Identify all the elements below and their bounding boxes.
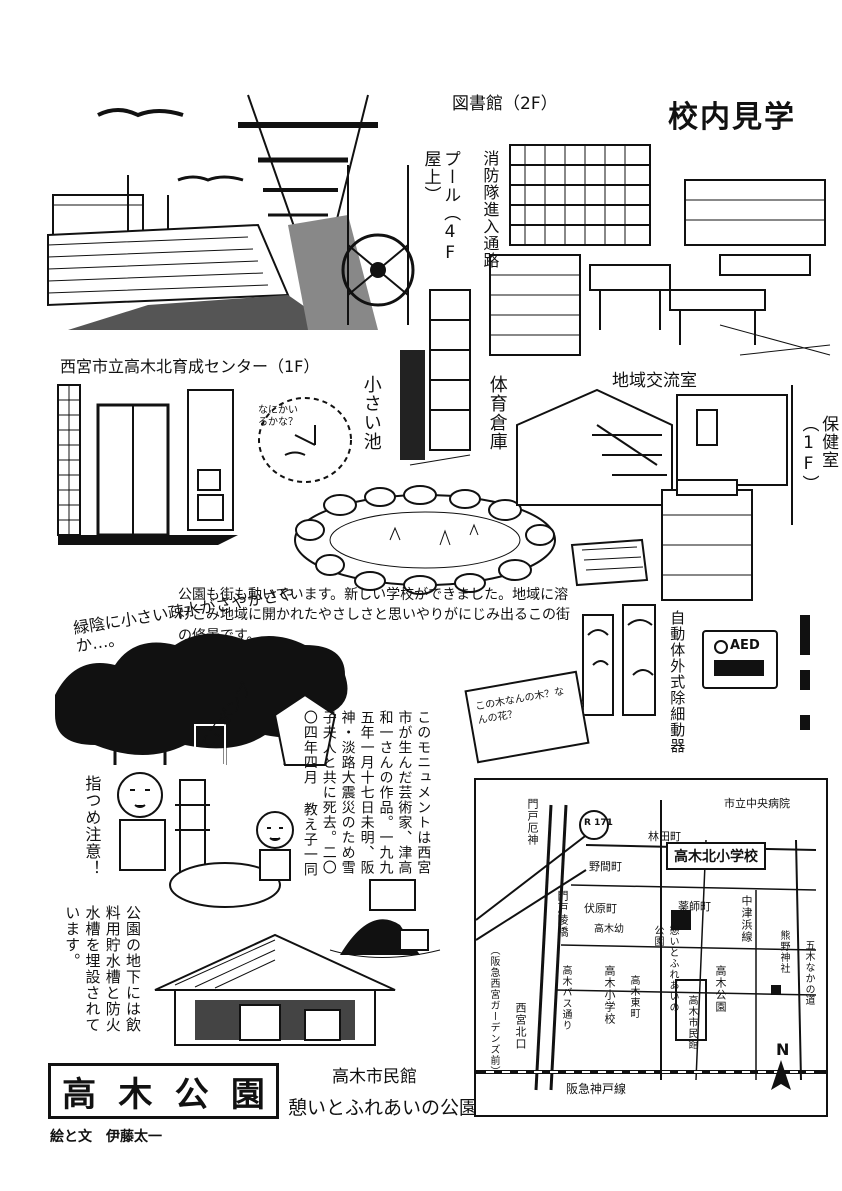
water-tank-note: 公園の地下には飲料用貯水槽と防火水槽を埋設されています。 [63,905,142,1033]
community-hall-label: 高木市民館 [332,1067,417,1087]
map-hall: 高木市民館 [686,995,697,1050]
map-hayashida: 林田町 [648,830,681,843]
map-takagi-naka: 五木なかの道 [803,940,814,1006]
aed-heart-icon [714,640,728,654]
map-takagi-park: 高木公園 [714,965,727,1013]
wall-marks [800,615,810,730]
area-map: R 171 市立中央病院 林田町 高木北小学校 野間町 伏原町 高木幼 薬師町 … [474,778,828,1117]
map-higashi-kodo: 高木東町 [628,975,639,1019]
map-yakushi: 薬師町 [678,900,711,913]
library-illustration [489,144,831,356]
map-school-label: 高木北小学校 [666,842,766,870]
map-nishinomiya-kita: 西宮北口 [514,1002,527,1050]
aed-box[interactable]: AED [702,630,778,689]
map-takagi-minami: 高木幼 [594,924,624,935]
ikusei-center-label: 西宮市立高木北育成センター（1F） [60,357,320,376]
map-nonoma: 野間町 [589,860,622,873]
map-kamiya-line: 阪急神戸線 [566,1082,627,1096]
map-roads [475,800,826,1091]
park-note: 公園も街も動いています。新しい学校ができました。地域に溶けこみ地域に開かれたやさ… [178,587,570,644]
map-takagi-es: 高木小学校 [603,965,616,1025]
park-title-char-4: 園 [230,1074,265,1115]
map-fushiwara: 伏原町 [584,902,617,915]
aed-text: AED [730,638,760,653]
sculpture-illustration [329,879,441,958]
gym-storage-label: 体育倉庫 [486,375,508,451]
staircase-tower [400,289,471,466]
park-title-char-3: 公 [174,1074,209,1115]
park-subtitle: 憩いとふれあいの公園 [288,1097,479,1119]
map-nakatsu: 中津浜線 [740,895,753,943]
pond-illustration [294,485,556,595]
map-hospital: 市立中央病院 [724,797,790,810]
tree-canopy [55,633,348,766]
page-title: 校内見学 [668,100,796,135]
monument-text: このモニュメントは西宮市が生んだ芸術家、津高和一さんの作品。一九九五年一月十七日… [301,710,432,877]
aed-panel [714,660,764,676]
map-kumano: 熊野神社 [778,930,789,974]
community-room-label: 地域交流室 [612,371,697,391]
planters [582,604,656,716]
ikusei-center-illustration [57,384,238,545]
community-hall-illustration [154,933,396,1046]
map-park-small: 憩いとふれあいの公園 [652,925,678,1013]
map-kofuku: 高木バス通り [560,965,571,1031]
north-arrow-icon [771,1060,791,1090]
pond-label: 小さい池 [360,375,382,451]
credit: 絵と文 伊藤太一 [50,1129,162,1145]
map-mongu: 門戸陵橋 [556,890,569,938]
fire-route-label: 消防隊進入通路 [480,150,500,269]
map-route-label: R 171 [584,818,613,828]
pool-label: プール（4F 屋上） [420,150,461,264]
kids-pump-illustration [117,772,294,908]
library-label: 図書館（2F） [452,94,558,114]
nurse-room-label: 保健室（1F） [798,415,839,493]
pond-thought: なにかいるかな？ [258,405,298,428]
finger-warning: 指つめ注意！ [82,775,102,877]
tree-sign-text: この木なんの木？なんの花？ [474,686,566,727]
tree-sign: この木なんの木？なんの花？ [464,670,590,764]
pool-illustration [47,94,415,330]
community-room-illustration [516,385,793,601]
thought-bubble [258,397,352,483]
park-title-char-1: 高 [62,1074,97,1115]
map-north-indicator: N [776,1040,790,1059]
aed-label: 自動体外式除細動器 [668,610,687,754]
map-monzen: 門戸厄神 [526,798,539,846]
map-hankyu-garden: （阪急西宮ガーデンズ前） [488,945,499,1077]
park-title-box: 高 木 公 園 [48,1063,279,1119]
park-title-char-2: 木 [118,1074,153,1115]
